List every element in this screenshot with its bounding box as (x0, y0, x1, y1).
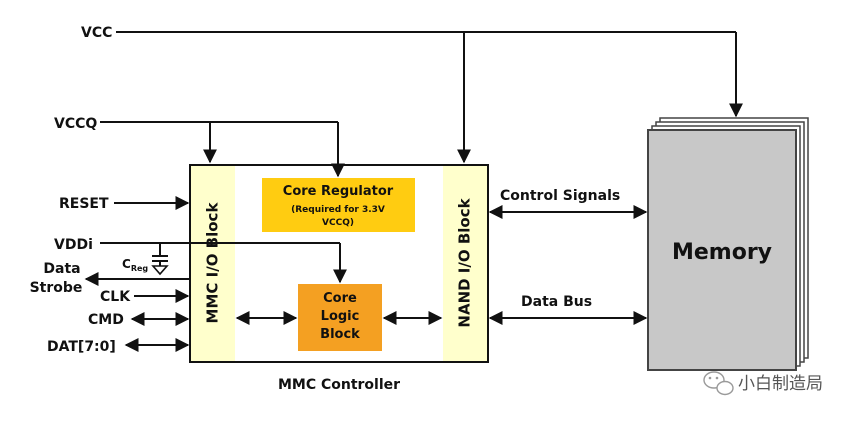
core-logic-label-2: Logic (321, 309, 360, 324)
core-regulator-note-1: (Required for 3.3V (291, 205, 385, 215)
creg-label-sub: Reg (131, 264, 149, 273)
ground-icon (151, 265, 169, 276)
memory-label: Memory (672, 240, 772, 265)
memory-stack: Memory (647, 117, 809, 371)
nand-io-label: NAND I/O Block (456, 197, 474, 327)
watermark: 小白制造局 (703, 371, 823, 396)
wechat-bubble-small (716, 380, 734, 396)
mmc-io-label: MMC I/O Block (204, 202, 222, 324)
data-bus-label: Data Bus (521, 294, 592, 310)
reset-label: RESET (59, 196, 109, 212)
core-logic-label-1: Core (323, 291, 357, 306)
wechat-eye-2 (715, 376, 719, 380)
vccq-label: VCCQ (54, 116, 97, 132)
watermark-text: 小白制造局 (738, 374, 823, 394)
control-signals-label: Control Signals (500, 188, 620, 204)
core-regulator-block (262, 178, 415, 232)
data-strobe-label-1: Data (43, 261, 80, 277)
creg-label-main: C (122, 257, 131, 271)
controller-label: MMC Controller (278, 377, 400, 393)
wechat-icon (703, 371, 734, 396)
vcc-label: VCC (81, 25, 112, 41)
core-regulator-title: Core Regulator (283, 184, 394, 199)
cmd-label: CMD (88, 312, 124, 328)
core-logic-label-3: Block (320, 327, 360, 342)
core-logic-block (298, 284, 382, 351)
vddi-label: VDDi (54, 237, 93, 253)
core-regulator-note-2: VCCQ) (322, 218, 354, 228)
wechat-eye-1 (708, 376, 712, 380)
mmc-io-block (191, 166, 235, 361)
memory-block (647, 129, 797, 371)
data-strobe-label-2: Strobe (30, 280, 83, 296)
creg-label: CReg (122, 257, 148, 273)
dat-label: DAT[7:0] (47, 339, 116, 355)
creg-capacitor-icon (151, 243, 169, 276)
clk-label: CLK (100, 289, 131, 305)
wechat-bubble-large (703, 371, 725, 389)
nand-io-block (443, 166, 487, 361)
